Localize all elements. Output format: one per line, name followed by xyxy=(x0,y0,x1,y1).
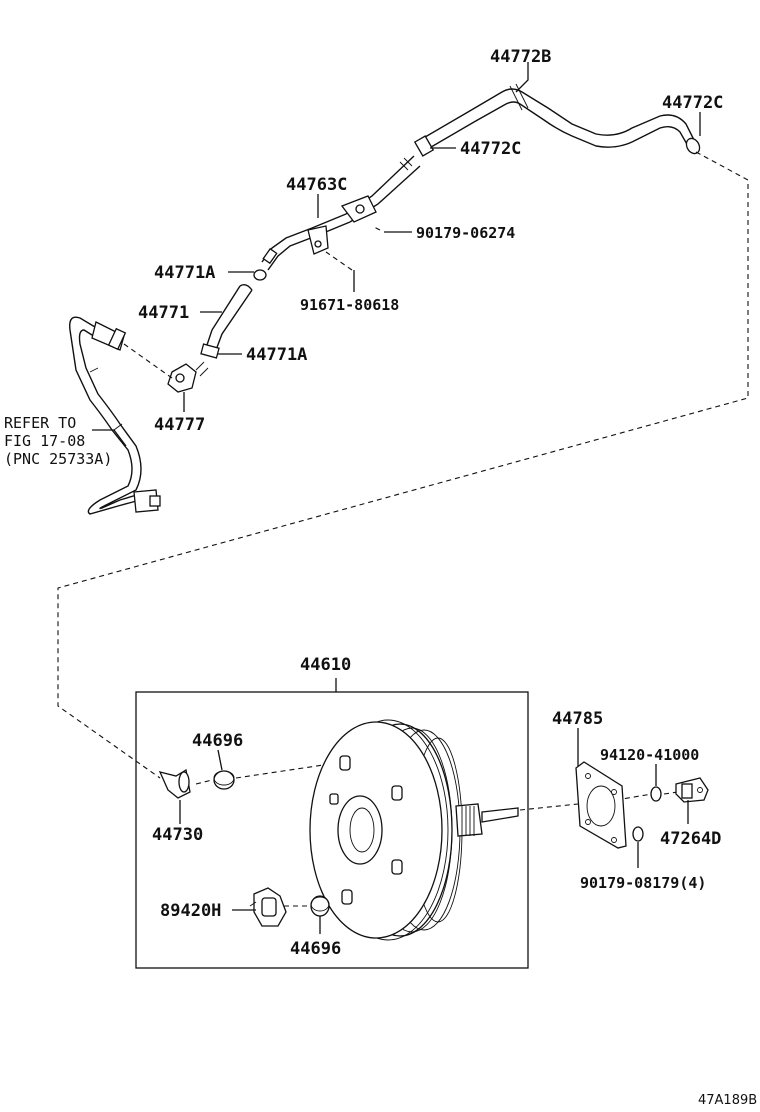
brake-booster-group xyxy=(135,678,529,969)
union-fitting-44730 xyxy=(158,768,191,799)
label-44777[interactable]: 44777 xyxy=(154,415,205,435)
label-94120-41000[interactable]: 94120-41000 xyxy=(600,746,699,764)
booster-body xyxy=(309,719,519,941)
vacuum-hose-assembly xyxy=(167,83,701,393)
reference-line-1: REFER TO xyxy=(4,414,76,432)
pressure-sensor-89420H xyxy=(249,887,287,927)
clevis-47264D xyxy=(675,777,709,803)
diagram-code: 47A189B xyxy=(698,1093,757,1108)
reference-line-3[interactable]: (PNC 25733A) xyxy=(4,450,112,468)
grommet-44696-top xyxy=(213,770,235,790)
reference-line-2[interactable]: FIG 17-08 xyxy=(4,432,85,450)
label-44610[interactable]: 44610 xyxy=(300,655,351,675)
referenced-hose xyxy=(69,316,161,515)
part-labels: 44772B 44772C 44772C 44763C 90179-06274 … xyxy=(4,47,757,1108)
label-44772C-mid[interactable]: 44772C xyxy=(460,139,521,159)
booster-assembly-frame xyxy=(135,691,529,969)
label-44785[interactable]: 44785 xyxy=(552,709,603,729)
label-47264D[interactable]: 47264D xyxy=(660,829,721,849)
dashed-guide-lines xyxy=(57,151,749,907)
label-44696-bottom[interactable]: 44696 xyxy=(290,939,341,959)
leader-lines xyxy=(92,62,701,934)
label-91671-80618[interactable]: 91671-80618 xyxy=(300,296,399,314)
nut-94120-41000 xyxy=(650,786,662,802)
nut-90179-08179 xyxy=(632,826,644,842)
label-44771A-top[interactable]: 44771A xyxy=(154,263,215,283)
label-44771A-bottom[interactable]: 44771A xyxy=(246,345,307,365)
label-44696-top[interactable]: 44696 xyxy=(192,731,243,751)
grommet-44696-bottom xyxy=(310,895,330,917)
label-44772C-right[interactable]: 44772C xyxy=(662,93,723,113)
label-90179-06274[interactable]: 90179-06274 xyxy=(416,224,515,242)
label-44730[interactable]: 44730 xyxy=(152,825,203,845)
label-89420H[interactable]: 89420H xyxy=(160,901,221,921)
gasket-44785 xyxy=(575,761,627,849)
label-44763C[interactable]: 44763C xyxy=(286,175,347,195)
label-90179-08179[interactable]: 90179-08179(4) xyxy=(580,874,706,892)
label-44772B[interactable]: 44772B xyxy=(490,47,551,67)
label-44771[interactable]: 44771 xyxy=(138,303,189,323)
